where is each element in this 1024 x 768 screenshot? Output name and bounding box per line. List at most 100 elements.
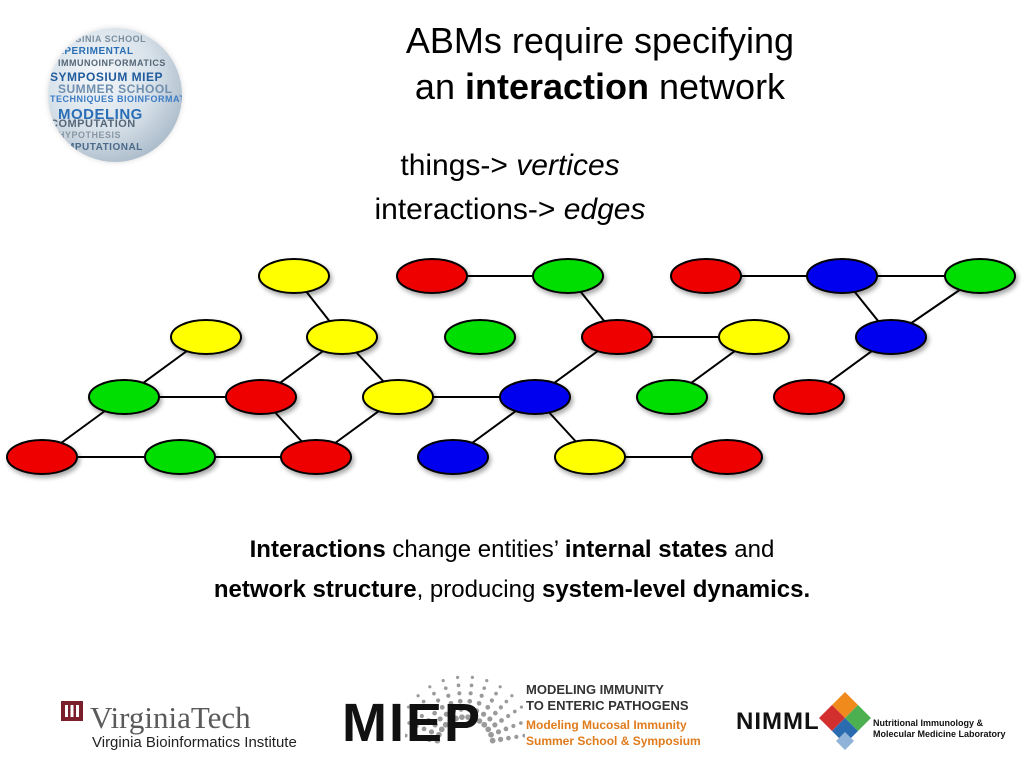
globe-word: TECHNIQUES BIOINFORMATICS: [50, 94, 182, 104]
miep-subtitle-line: Modeling Mucosal Immunity: [526, 718, 687, 732]
miep-dot: [482, 686, 487, 691]
network-node-green: [944, 258, 1016, 294]
network-node-blue: [417, 439, 489, 475]
miep-dot: [473, 708, 480, 714]
miep-dot: [494, 691, 498, 696]
miep-dot: [488, 731, 494, 738]
miep-dot: [489, 737, 496, 744]
nimml-subtitle: Nutritional Immunology & Molecular Medic…: [873, 718, 1006, 740]
miep-dot: [426, 736, 433, 742]
miep-dot: [510, 694, 514, 698]
subtitle-line-1: things-> vertices: [300, 144, 720, 188]
miep-dot: [471, 715, 477, 722]
globe-word: EXPERIMENTAL: [50, 46, 134, 57]
miep-dot: [416, 694, 420, 698]
network-node-blue: [855, 319, 927, 355]
miep-dot: [443, 711, 449, 717]
miep-dot: [519, 705, 524, 709]
miep-dot: [470, 675, 474, 680]
title-line-1: ABMs require specifying: [405, 20, 795, 61]
title-line-2: an interaction network: [300, 64, 900, 110]
miep-dot: [498, 685, 502, 689]
miep-dot: [434, 737, 441, 744]
miep-dot: [421, 726, 427, 732]
miep-dot: [495, 729, 502, 735]
miep-dot: [432, 691, 436, 696]
miep-dot: [438, 726, 445, 733]
miep-dot: [419, 735, 424, 741]
globe-word: SYMPOSIUM MIEP: [50, 70, 164, 84]
miep-dot: [428, 729, 435, 735]
subtitle-text: interactions->: [374, 193, 564, 226]
slide-title: ABMs require specifying an interaction n…: [300, 18, 900, 110]
network-nodes: [6, 258, 1016, 475]
network-node-yellow: [362, 379, 434, 415]
subtitle-line-2: interactions-> edges: [300, 188, 720, 232]
network-node-red: [581, 319, 653, 355]
network-node-green: [636, 379, 708, 415]
miep-dot: [476, 718, 483, 724]
miep-dot: [427, 705, 432, 710]
miep-dot: [485, 704, 491, 710]
miep-dot: [504, 699, 509, 704]
miep-dot: [458, 706, 464, 712]
miep-dot: [493, 710, 498, 716]
network-node-red: [396, 258, 468, 294]
miep-dot: [446, 693, 451, 698]
nimml-emblem-icon: [819, 692, 871, 750]
globe-word: HYPOTHESIS: [58, 130, 122, 140]
virginia-tech-shield-icon: [61, 701, 83, 721]
miep-dot: [436, 731, 442, 738]
globe-word: MODELING: [58, 106, 143, 123]
globe-word: COMPUTATIONAL: [50, 142, 143, 153]
globe-word: SUMMER SCHOOL: [58, 82, 173, 96]
miep-dot: [439, 704, 445, 710]
miep-dot: [498, 705, 503, 710]
miep-dot: [411, 734, 416, 739]
nimml-subtitle-line: Nutritional Immunology &: [873, 718, 983, 728]
caption-text: change entities’: [385, 536, 565, 563]
miep-dot: [435, 698, 441, 703]
nimml-logo-text: NIMML: [736, 708, 820, 735]
slide-caption: Interactions change entities’ internal s…: [100, 530, 924, 610]
network-node-green: [532, 258, 604, 294]
miep-dot: [469, 683, 474, 688]
miep-dot: [421, 699, 426, 704]
network-node-yellow: [306, 319, 378, 355]
miep-subtitle-line: Summer School & Symposium: [526, 734, 701, 748]
title-text: network: [649, 66, 786, 107]
miep-dots-icon: [405, 675, 525, 744]
miep-dot: [443, 686, 448, 691]
miep-subtitle: Modeling Mucosal Immunity Summer School …: [526, 717, 701, 749]
network-node-yellow: [554, 439, 626, 475]
network-node-blue: [806, 258, 878, 294]
miep-dot: [448, 700, 454, 706]
miep-dot: [476, 700, 482, 706]
miep-dot: [489, 698, 495, 703]
miep-dot: [437, 716, 443, 722]
network-node-yellow: [170, 319, 242, 355]
miep-dot: [428, 685, 432, 689]
miep-dot: [407, 721, 412, 725]
caption-bold: Interactions: [249, 536, 386, 563]
miep-dot: [441, 678, 445, 683]
virginia-tech-logo-text: VirginiaTech: [90, 700, 251, 735]
miep-dot: [487, 716, 493, 722]
nimml-subtitle-line: Molecular Medicine Laboratory: [873, 729, 1006, 739]
miep-dot: [511, 723, 516, 729]
miep-dot: [492, 722, 498, 728]
network-node-red: [670, 258, 742, 294]
miep-dot: [432, 722, 438, 728]
caption-line-2: network structure, producing system-leve…: [100, 570, 924, 610]
title-text: an: [414, 66, 465, 107]
miep-dot: [497, 736, 504, 742]
miep-dot: [499, 718, 504, 723]
miep-dot: [447, 718, 454, 724]
network-node-blue: [499, 379, 571, 415]
miep-dot: [413, 709, 418, 714]
caption-bold: system-level dynamics.: [541, 576, 811, 603]
network-node-green: [144, 439, 216, 475]
network-node-yellow: [258, 258, 330, 294]
title-emphasis: interaction: [464, 66, 649, 107]
network-node-red: [6, 439, 78, 475]
